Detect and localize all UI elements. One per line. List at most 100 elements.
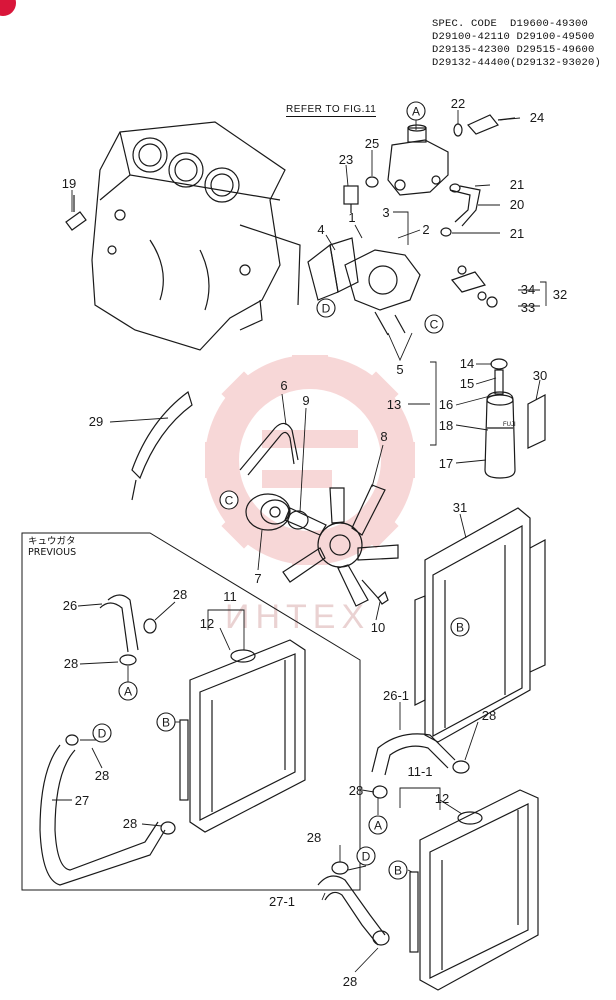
svg-text:B: B — [394, 864, 402, 878]
spec-code-5: D29515-49600 — [516, 44, 595, 56]
part-label-16: 16 — [439, 397, 453, 412]
callout-a-new: A — [368, 815, 388, 835]
watermark-gear — [205, 355, 415, 565]
engine-block — [91, 121, 301, 351]
callout-b-radiator-31: B — [450, 617, 470, 637]
previous-english: PREVIOUS — [28, 547, 77, 558]
reserve-tank-17 — [484, 391, 516, 479]
part-label-30: 30 — [533, 368, 547, 383]
part-label-18: 18 — [439, 418, 453, 433]
callout-b-new: B — [388, 860, 408, 880]
spec-code-3: D29100-49500 — [516, 31, 595, 43]
hose-clip-21 — [440, 183, 461, 237]
previous-japanese: キュウガタ — [28, 536, 76, 547]
reserve-tank-brand: FUJI — [503, 422, 516, 428]
part-label-14: 14 — [460, 356, 474, 371]
fan-spacer-9 — [287, 510, 309, 530]
svg-text:A: A — [412, 105, 420, 119]
spec-code-1: D19600-49300 — [510, 18, 589, 30]
part-label-28-f: 28 — [123, 816, 137, 831]
upper-hose-26 — [99, 594, 139, 653]
leader-lines — [52, 110, 547, 973]
svg-text:D: D — [98, 727, 107, 741]
part-label-28-d: 28 — [95, 768, 109, 783]
svg-text:B: B — [456, 621, 464, 635]
previous-frame — [21, 532, 361, 891]
part-label-27: 27 — [75, 793, 89, 808]
bypass-hose-20 — [449, 185, 481, 227]
part-label-1: 1 — [348, 210, 355, 225]
part-label-10: 10 — [371, 620, 385, 635]
part-label-28-b: 28 — [64, 656, 78, 671]
spec-code-2: D29100-42110 — [432, 31, 511, 43]
part-label-3: 3 — [382, 205, 389, 220]
thermostat-housing — [387, 124, 449, 196]
cooling-fan-8 — [282, 484, 399, 607]
part-label-7: 7 — [254, 571, 261, 586]
part-label-2: 2 — [422, 222, 429, 237]
part-label-21-a: 21 — [510, 177, 524, 192]
fan-pulley-7 — [245, 493, 291, 531]
water-pump — [307, 237, 421, 336]
part-label-33: 33 — [521, 300, 535, 315]
callout-c-pulley: C — [219, 490, 239, 510]
part-label-26-1: 26-1 — [383, 688, 409, 703]
part-label-8: 8 — [380, 429, 387, 444]
thermo-switch-23 — [343, 185, 359, 213]
part-label-28-c: 28 — [482, 708, 496, 723]
lower-hose-27 — [39, 744, 166, 886]
part-label-13: 13 — [387, 397, 401, 412]
sender-unit-24 — [467, 114, 516, 135]
tank-hose-15 — [494, 369, 504, 395]
svg-text:B: B — [162, 716, 170, 730]
radiator-11-previous — [179, 639, 306, 833]
svg-text:D: D — [362, 850, 371, 864]
watermark-text: ИНТЕХ — [225, 598, 370, 636]
part-label-11: 11 — [223, 589, 237, 604]
svg-text:C: C — [225, 494, 234, 508]
fan-belt-6 — [239, 422, 299, 476]
callout-b-previous: B — [156, 712, 176, 732]
spec-code-7: (D29132-93020) — [510, 57, 602, 69]
part-label-11-1: 11-1 — [407, 764, 432, 779]
part-labels: 22 24 25 23 19 21 20 3 1 2 21 4 34 32 33… — [62, 96, 567, 989]
part-label-22: 22 — [451, 96, 465, 111]
part-label-29: 29 — [89, 414, 103, 429]
callout-a-top: A — [406, 101, 426, 121]
part-label-12-a: 12 — [200, 616, 214, 631]
part-label-31: 31 — [453, 500, 467, 515]
part-label-21-b: 21 — [510, 226, 524, 241]
refer-to-fig-label: REFER TO FIG.11 — [286, 104, 377, 117]
part-label-27-1: 27-1 — [269, 894, 295, 909]
hose-clip-28-b — [65, 734, 176, 835]
tank-cap-14 — [490, 358, 508, 370]
part-label-24: 24 — [530, 110, 544, 125]
callouts: A D C C B A B — [92, 101, 470, 880]
upper-hose-26-1 — [371, 733, 456, 776]
part-label-26: 26 — [63, 598, 77, 613]
part-label-12-b: 12 — [435, 791, 449, 806]
callout-d-pump: D — [316, 298, 336, 318]
part-label-4: 4 — [317, 222, 324, 237]
spec-code-block: SPEC. CODE D19600-49300 D29100-42110 D29… — [432, 18, 601, 70]
callout-c-pump: C — [424, 314, 444, 334]
tank-bracket-30 — [527, 394, 546, 449]
spec-code-6: D29132-44400 — [432, 57, 511, 69]
part-32-assembly — [450, 265, 498, 308]
hose-clip-28-a — [119, 618, 157, 666]
part-label-6: 6 — [280, 378, 287, 393]
part-label-19: 19 — [62, 176, 76, 191]
part-label-32: 32 — [553, 287, 567, 302]
part-label-28-a: 28 — [173, 587, 187, 602]
part-label-25: 25 — [365, 136, 379, 151]
spec-code-4: D29135-42300 — [432, 44, 511, 56]
svg-text:A: A — [124, 685, 132, 699]
part-label-15: 15 — [460, 376, 474, 391]
part-label-9: 9 — [302, 393, 309, 408]
part-label-5: 5 — [396, 362, 403, 377]
lower-hose-27-1 — [317, 875, 386, 946]
part-label-17: 17 — [439, 456, 453, 471]
callout-d-new: D — [356, 846, 376, 866]
part-label-23: 23 — [339, 152, 353, 167]
fan-bolt-10 — [361, 579, 389, 605]
